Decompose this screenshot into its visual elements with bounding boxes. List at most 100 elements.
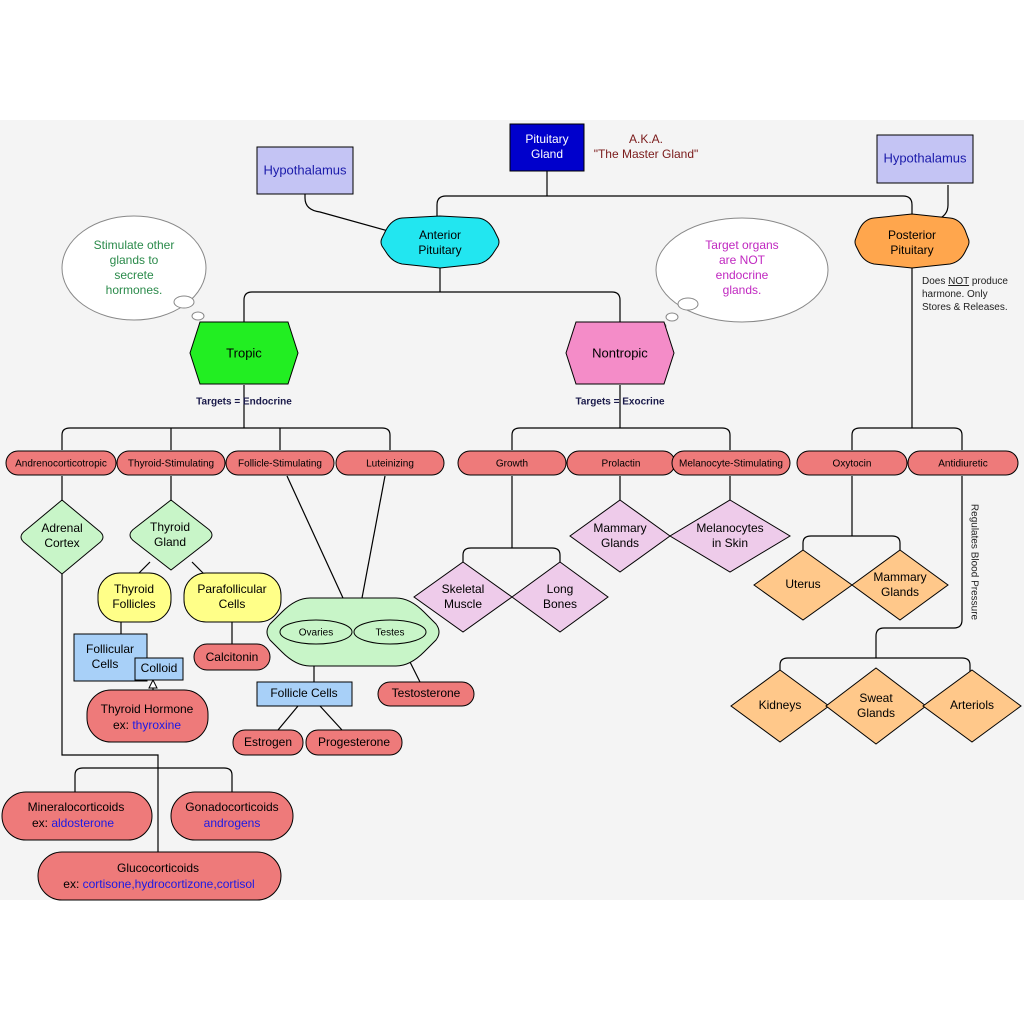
mammary-glands-right: Mammary Glands	[851, 549, 949, 621]
targets-endocrine-label: Targets = Endocrine	[196, 397, 292, 408]
svg-text:Adrenal: Adrenal	[41, 521, 82, 535]
testosterone: Testosterone	[377, 681, 475, 707]
uterus: Uterus	[753, 549, 853, 621]
svg-text:Mammary: Mammary	[873, 570, 926, 584]
svg-text:endocrine: endocrine	[716, 268, 769, 282]
svg-text:Mineralocorticoids: Mineralocorticoids	[28, 800, 125, 814]
svg-text:Uterus: Uterus	[785, 577, 820, 591]
glucocorticoids: Glucocorticoids ex: cortisone,hydrocorti…	[37, 851, 282, 901]
svg-text:ex: aldosterone: ex: aldosterone	[32, 816, 114, 830]
svg-text:Follicles: Follicles	[112, 597, 155, 611]
svg-text:glands to: glands to	[110, 253, 159, 267]
hormone-fsh: Follicle-Stimulating	[238, 459, 322, 470]
svg-text:hormones.: hormones.	[106, 283, 163, 297]
svg-text:harmone. Only: harmone. Only	[922, 289, 988, 300]
svg-text:are NOT: are NOT	[719, 253, 766, 267]
svg-text:ex: thyroxine: ex: thyroxine	[113, 718, 181, 732]
cloud-left: Stimulate other glands to secrete hormon…	[61, 215, 209, 329]
svg-text:Long: Long	[547, 582, 574, 596]
anterior-pituitary: Anterior Pituitary	[380, 215, 500, 269]
hormone-oxytocin: Oxytocin	[833, 459, 872, 470]
svg-text:Does NOT produce: Does NOT produce	[922, 276, 1008, 287]
svg-text:Follicle Cells: Follicle Cells	[270, 686, 337, 700]
svg-text:Thyroid: Thyroid	[150, 520, 190, 534]
svg-text:Nontropic: Nontropic	[592, 345, 648, 360]
svg-text:Testosterone: Testosterone	[392, 686, 461, 700]
hormone-lh: Luteinizing	[366, 459, 414, 470]
svg-text:in Skin: in Skin	[712, 536, 748, 550]
svg-text:Arteriols: Arteriols	[950, 698, 994, 712]
long-bones: Long Bones	[511, 561, 609, 633]
svg-text:Target organs: Target organs	[705, 238, 778, 252]
hormone-row	[5, 450, 1019, 476]
svg-text:Bones: Bones	[543, 597, 577, 611]
svg-text:Gland: Gland	[154, 535, 186, 549]
svg-text:Posterior: Posterior	[888, 228, 936, 242]
svg-text:Cells: Cells	[92, 657, 119, 671]
gonads: Ovaries Testes	[266, 597, 440, 667]
svg-text:Cortex: Cortex	[44, 536, 79, 550]
svg-text:Mammary: Mammary	[593, 521, 646, 535]
hormone-prolactin: Prolactin	[602, 459, 641, 470]
svg-text:Sweat: Sweat	[859, 691, 893, 705]
adrenal-cortex: Adrenal Cortex	[20, 499, 104, 575]
svg-text:Pituitary: Pituitary	[525, 132, 568, 146]
svg-text:Pituitary: Pituitary	[418, 243, 461, 257]
svg-text:Stores & Releases.: Stores & Releases.	[922, 302, 1008, 313]
svg-text:Progesterone: Progesterone	[318, 735, 390, 749]
svg-text:Kidneys: Kidneys	[759, 698, 802, 712]
svg-text:Colloid: Colloid	[141, 661, 178, 675]
svg-text:Parafollicular: Parafollicular	[197, 582, 266, 596]
svg-text:Gland: Gland	[531, 147, 563, 161]
svg-text:Testes: Testes	[376, 628, 405, 639]
hormone-growth: Growth	[496, 459, 528, 470]
svg-text:Pituitary: Pituitary	[890, 243, 933, 257]
mammary-glands-left: Mammary Glands	[569, 499, 671, 573]
mineralocorticoids: Mineralocorticoids ex: aldosterone	[1, 791, 153, 841]
svg-text:Skeletal: Skeletal	[442, 582, 485, 596]
progesterone: Progesterone	[305, 729, 403, 756]
svg-text:Anterior: Anterior	[419, 228, 461, 242]
arteriols: Arteriols	[922, 669, 1022, 743]
svg-text:Follicular: Follicular	[86, 642, 134, 656]
svg-text:Estrogen: Estrogen	[244, 735, 292, 749]
svg-text:"The Master Gland": "The Master Gland"	[594, 147, 699, 161]
svg-text:androgens: androgens	[204, 816, 261, 830]
svg-text:Stimulate other: Stimulate other	[94, 238, 175, 252]
cloud-right: Target organs are NOT endocrine glands.	[655, 217, 829, 330]
svg-text:Hypothalamus: Hypothalamus	[263, 162, 347, 177]
follicle-cells: Follicle Cells	[256, 681, 353, 707]
svg-text:Glands: Glands	[857, 706, 895, 720]
skeletal-muscle: Skeletal Muscle	[413, 561, 513, 633]
svg-text:Glucocorticoids: Glucocorticoids	[117, 861, 199, 875]
nontropic-node: Nontropic	[565, 321, 675, 385]
hormone-adh: Antidiuretic	[938, 459, 987, 470]
svg-text:Glands: Glands	[601, 536, 639, 550]
pituitary-gland: Pituitary Gland	[509, 123, 585, 172]
svg-text:Calcitonin: Calcitonin	[206, 650, 259, 664]
connectors	[61, 171, 971, 852]
hormone-msh: Melanocyte-Stimulating	[679, 459, 783, 470]
parafollicular-cells: Parafollicular Cells	[183, 572, 282, 623]
posterior-note: Does NOT produce harmone. Only Stores & …	[922, 276, 1008, 313]
aka-note: A.K.A. "The Master Gland"	[594, 132, 699, 161]
posterior-pituitary: Posterior Pituitary	[854, 213, 970, 269]
tropic-node: Tropic	[189, 321, 299, 385]
estrogen: Estrogen	[232, 729, 304, 756]
thyroid-gland: Thyroid Gland	[129, 499, 213, 571]
targets-exocrine-label: Targets = Exocrine	[575, 397, 664, 408]
svg-text:glands.: glands.	[723, 283, 762, 297]
gonadocorticoids: Gonadocorticoids androgens	[170, 791, 294, 841]
svg-text:Gonadocorticoids: Gonadocorticoids	[185, 800, 278, 814]
svg-text:Thyroid Hormone: Thyroid Hormone	[101, 702, 194, 716]
colloid: Colloid	[134, 657, 184, 681]
svg-text:Glands: Glands	[881, 585, 919, 599]
svg-text:Cells: Cells	[219, 597, 246, 611]
melanocytes-in-skin: Melanocytes in Skin	[669, 499, 791, 573]
svg-text:secrete: secrete	[114, 268, 154, 282]
hormone-acth: Andrenocorticotropic	[15, 459, 107, 470]
svg-text:A.K.A.: A.K.A.	[629, 132, 663, 146]
regulates-bp-label: Regulates Blood Pressure	[968, 504, 979, 621]
hypothalamus-left: Hypothalamus	[256, 146, 354, 195]
